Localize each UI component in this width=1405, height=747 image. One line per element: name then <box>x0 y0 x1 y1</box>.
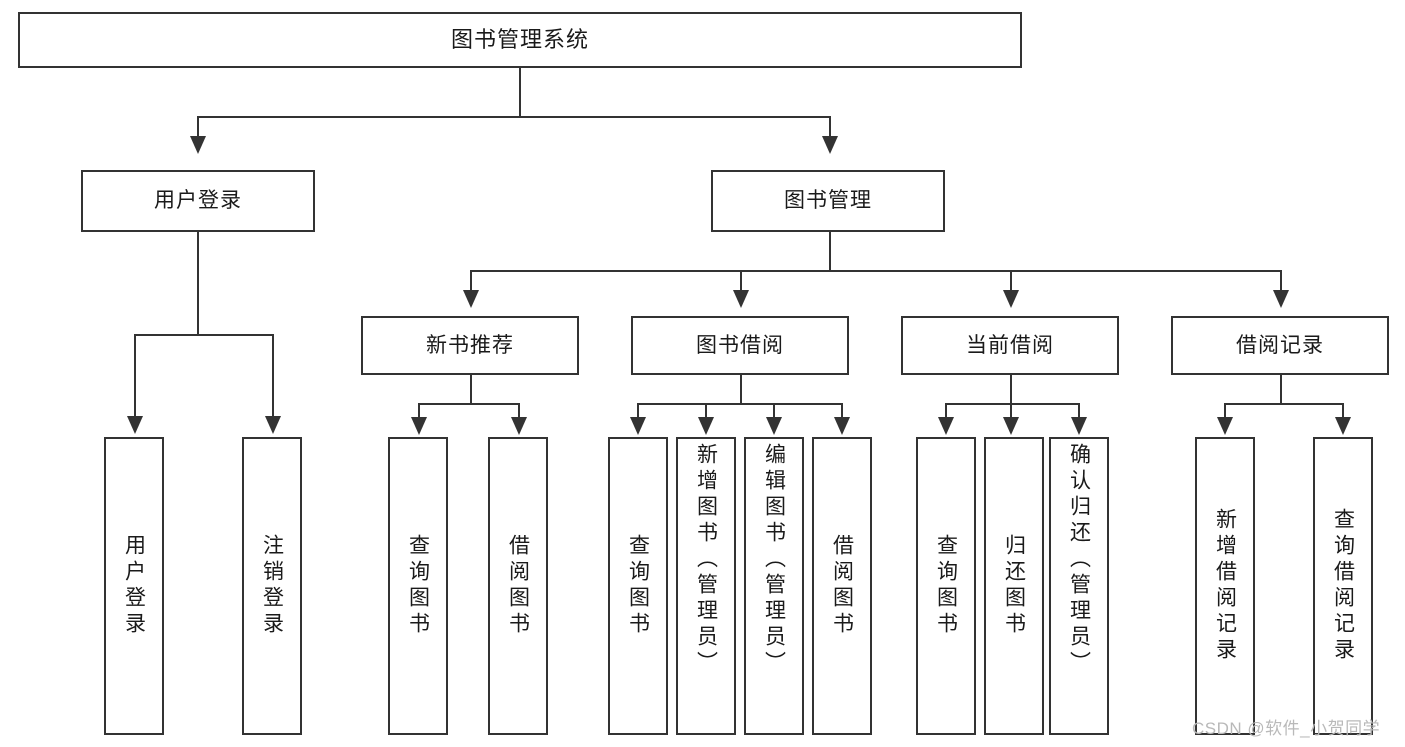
connector-new-book-recommend-stem <box>470 375 472 404</box>
connector-bb-child-3 <box>773 403 775 419</box>
connector-to-book-borrow <box>740 270 742 292</box>
connector-to-current-borrow <box>1010 270 1012 292</box>
leaf-label: 借阅图书 <box>830 534 854 638</box>
leaf-label: 借阅图书 <box>506 534 530 638</box>
node-label: 新书推荐 <box>426 333 514 357</box>
connector-br-child-2 <box>1342 403 1344 419</box>
node-user-login[interactable]: 用户登录 <box>81 170 315 232</box>
node-book-borrow[interactable]: 图书借阅 <box>631 316 849 375</box>
connector-current-borrow-bus <box>945 403 1079 405</box>
connector-user-login-child-2 <box>272 334 274 418</box>
connector-nbr-child-1 <box>418 403 420 419</box>
connector-bb-child-1 <box>637 403 639 419</box>
arrow-to-book-borrow <box>733 290 749 308</box>
connector-cb-child-2 <box>1010 403 1012 419</box>
connector-root-stem <box>519 68 521 117</box>
node-root-book-management-system[interactable]: 图书管理系统 <box>18 12 1022 68</box>
leaf-bb-add-book-admin[interactable]: 新增图书（管理员） <box>676 437 736 735</box>
watermark: CSDN @软件_小贺同学 <box>1192 714 1380 739</box>
connector-user-login-child-1 <box>134 334 136 418</box>
leaf-nbr-query-book[interactable]: 查询图书 <box>388 437 448 735</box>
leaf-user-login-user-login[interactable]: 用户登录 <box>104 437 164 735</box>
arrow-bb-child-4 <box>834 417 850 435</box>
arrow-cb-child-1 <box>938 417 954 435</box>
node-new-book-recommend[interactable]: 新书推荐 <box>361 316 579 375</box>
leaf-bb-edit-book-admin[interactable]: 编辑图书（管理员） <box>744 437 804 735</box>
arrow-to-new-book-recommend <box>463 290 479 308</box>
leaf-cb-return-book[interactable]: 归还图书 <box>984 437 1044 735</box>
node-label: 图书借阅 <box>696 333 784 357</box>
connector-level2-bus <box>197 116 831 118</box>
leaf-cb-query-book[interactable]: 查询图书 <box>916 437 976 735</box>
leaf-bb-query-book[interactable]: 查询图书 <box>608 437 668 735</box>
arrow-br-child-1 <box>1217 417 1233 435</box>
leaf-bb-borrow-book[interactable]: 借阅图书 <box>812 437 872 735</box>
connector-user-login-bus <box>134 334 273 336</box>
connector-cb-child-1 <box>945 403 947 419</box>
arrow-user-login-child-2 <box>265 416 281 434</box>
node-label: 用户登录 <box>154 189 242 213</box>
connector-book-borrow-bus <box>637 403 843 405</box>
leaf-label: 查询图书 <box>934 534 958 638</box>
leaf-label: 新增借阅记录 <box>1213 508 1237 664</box>
node-book-management[interactable]: 图书管理 <box>711 170 945 232</box>
connector-level3-bus <box>470 270 1280 272</box>
leaf-label: 注销登录 <box>260 534 284 638</box>
connector-nbr-child-2 <box>518 403 520 419</box>
connector-to-borrow-record <box>1280 270 1282 292</box>
connector-cb-child-3 <box>1078 403 1080 419</box>
arrow-bb-child-1 <box>630 417 646 435</box>
connector-borrow-record-stem <box>1280 375 1282 404</box>
arrow-nbr-child-2 <box>511 417 527 435</box>
connector-to-user-login <box>197 116 199 138</box>
leaf-label: 查询图书 <box>626 534 650 638</box>
leaf-cb-confirm-return-admin[interactable]: 确认归还（管理员） <box>1049 437 1109 735</box>
leaf-label: 归还图书 <box>1002 534 1026 638</box>
node-label: 当前借阅 <box>966 333 1054 357</box>
leaf-label: 编辑图书（管理员） <box>762 443 786 677</box>
arrow-bb-child-2 <box>698 417 714 435</box>
connector-book-borrow-stem <box>740 375 742 404</box>
node-current-borrow[interactable]: 当前借阅 <box>901 316 1119 375</box>
connector-borrow-record-bus <box>1224 403 1342 405</box>
connector-new-book-recommend-bus <box>418 403 520 405</box>
arrow-to-user-login <box>190 136 206 154</box>
connector-to-new-book-recommend <box>470 270 472 292</box>
arrow-nbr-child-1 <box>411 417 427 435</box>
leaf-nbr-borrow-book[interactable]: 借阅图书 <box>488 437 548 735</box>
connector-user-login-stem <box>197 232 199 335</box>
arrow-to-current-borrow <box>1003 290 1019 308</box>
leaf-user-login-logout[interactable]: 注销登录 <box>242 437 302 735</box>
connector-br-child-1 <box>1224 403 1226 419</box>
connector-current-borrow-stem <box>1010 375 1012 404</box>
node-borrow-record[interactable]: 借阅记录 <box>1171 316 1389 375</box>
arrow-bb-child-3 <box>766 417 782 435</box>
connector-bb-child-2 <box>705 403 707 419</box>
arrow-cb-child-2 <box>1003 417 1019 435</box>
leaf-label: 新增图书（管理员） <box>694 443 718 677</box>
connector-bb-child-4 <box>841 403 843 419</box>
arrow-br-child-2 <box>1335 417 1351 435</box>
leaf-br-query-record[interactable]: 查询借阅记录 <box>1313 437 1373 735</box>
leaf-label: 查询图书 <box>406 534 430 638</box>
leaf-label: 确认归还（管理员） <box>1067 443 1091 677</box>
arrow-cb-child-3 <box>1071 417 1087 435</box>
leaf-label: 查询借阅记录 <box>1331 508 1355 664</box>
node-label: 借阅记录 <box>1236 333 1324 357</box>
watermark-text: CSDN @软件_小贺同学 <box>1192 719 1381 738</box>
node-label: 图书管理 <box>784 189 872 213</box>
arrow-to-borrow-record <box>1273 290 1289 308</box>
node-label: 图书管理系统 <box>450 26 589 52</box>
arrow-to-book-management <box>822 136 838 154</box>
connector-to-book-management <box>829 116 831 138</box>
leaf-label: 用户登录 <box>122 534 146 638</box>
leaf-br-add-record[interactable]: 新增借阅记录 <box>1195 437 1255 735</box>
arrow-user-login-child-1 <box>127 416 143 434</box>
connector-book-management-stem <box>829 232 831 271</box>
